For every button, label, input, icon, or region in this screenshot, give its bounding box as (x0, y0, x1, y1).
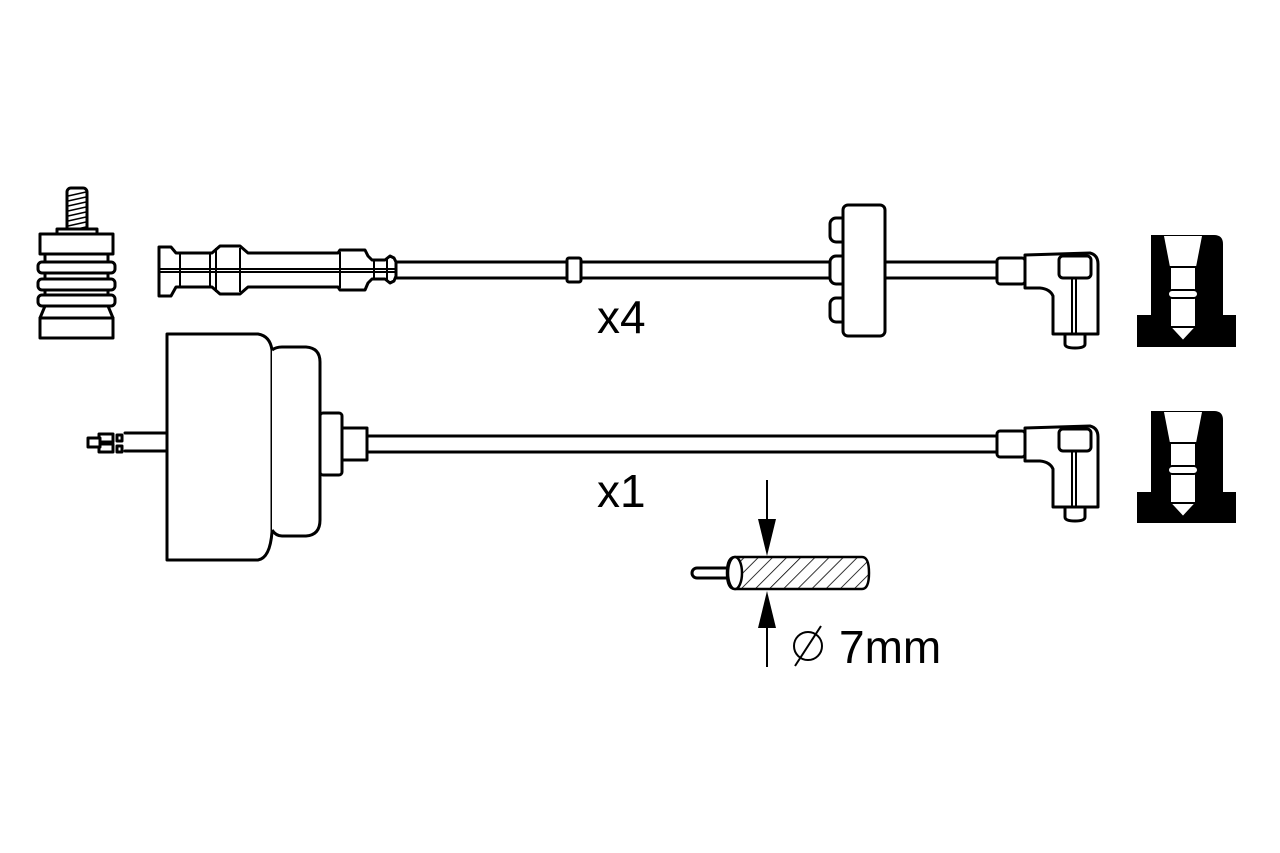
boot-section-bottom (1137, 411, 1236, 523)
distributor-cap-lead (86, 332, 999, 562)
bottom-lead-quantity-label: x1 (597, 465, 646, 517)
lead-separator (828, 203, 887, 338)
boot-section-top (1137, 235, 1236, 347)
spark-plug-lead (157, 244, 999, 298)
cable-cross-section (690, 480, 871, 667)
angled-coil-connector-top (995, 251, 1100, 350)
cable-diameter-label: 7mm (839, 621, 942, 673)
angled-coil-connector-bottom (995, 424, 1100, 523)
threaded-terminal (36, 186, 117, 340)
top-lead-quantity-label: x4 (597, 291, 646, 343)
